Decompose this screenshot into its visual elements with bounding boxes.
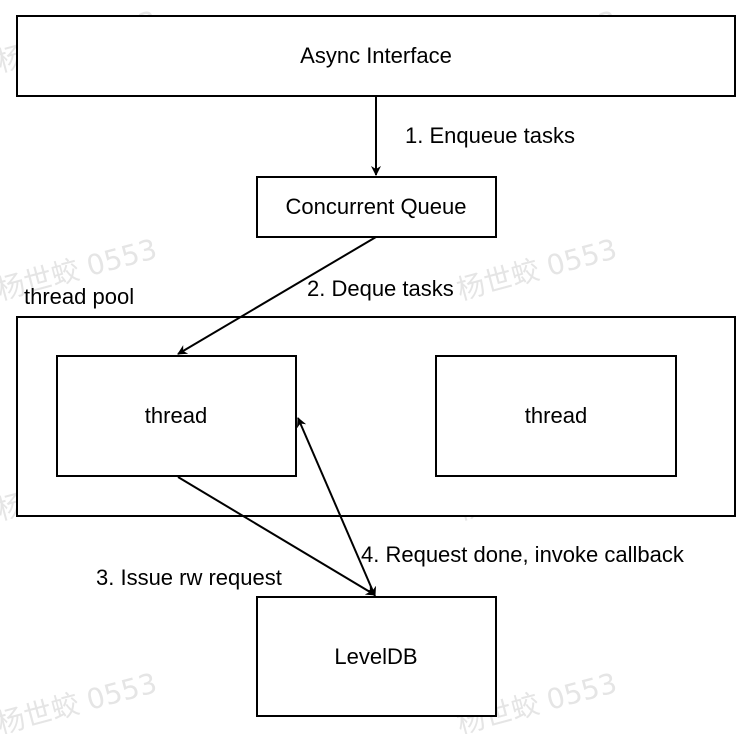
leveldb-label: LevelDB xyxy=(334,644,417,669)
enqueue-label: 1. Enqueue tasks xyxy=(405,123,575,148)
edge-request-done: 4. Request done, invoke callback xyxy=(296,417,685,597)
thread-label-2: thread xyxy=(525,403,587,428)
async-interface-label: Async Interface xyxy=(300,43,452,68)
edge-deque: 2. Deque tasks xyxy=(177,236,454,355)
deque-label: 2. Deque tasks xyxy=(307,276,454,301)
concurrent-queue-label: Concurrent Queue xyxy=(286,194,467,219)
request-done-arrow xyxy=(296,417,377,597)
watermark: 杨世蛟 0553 xyxy=(453,232,620,306)
watermark: 杨世蛟 0553 xyxy=(0,666,160,734)
issue-request-label: 3. Issue rw request xyxy=(96,565,282,590)
thread-pool-label: thread pool xyxy=(24,284,134,309)
leveldb-node: LevelDB xyxy=(256,596,497,717)
edge-enqueue: 1. Enqueue tasks xyxy=(371,96,575,176)
concurrent-queue-node: Concurrent Queue xyxy=(256,176,497,238)
thread-node-2: thread xyxy=(435,355,677,477)
edge-issue-request: 3. Issue rw request xyxy=(96,476,376,596)
request-done-label: 4. Request done, invoke callback xyxy=(361,542,685,567)
deque-arrow xyxy=(177,236,377,355)
thread-label-1: thread xyxy=(145,403,207,428)
async-interface-node: Async Interface xyxy=(16,15,736,97)
thread-node-1: thread xyxy=(56,355,297,477)
